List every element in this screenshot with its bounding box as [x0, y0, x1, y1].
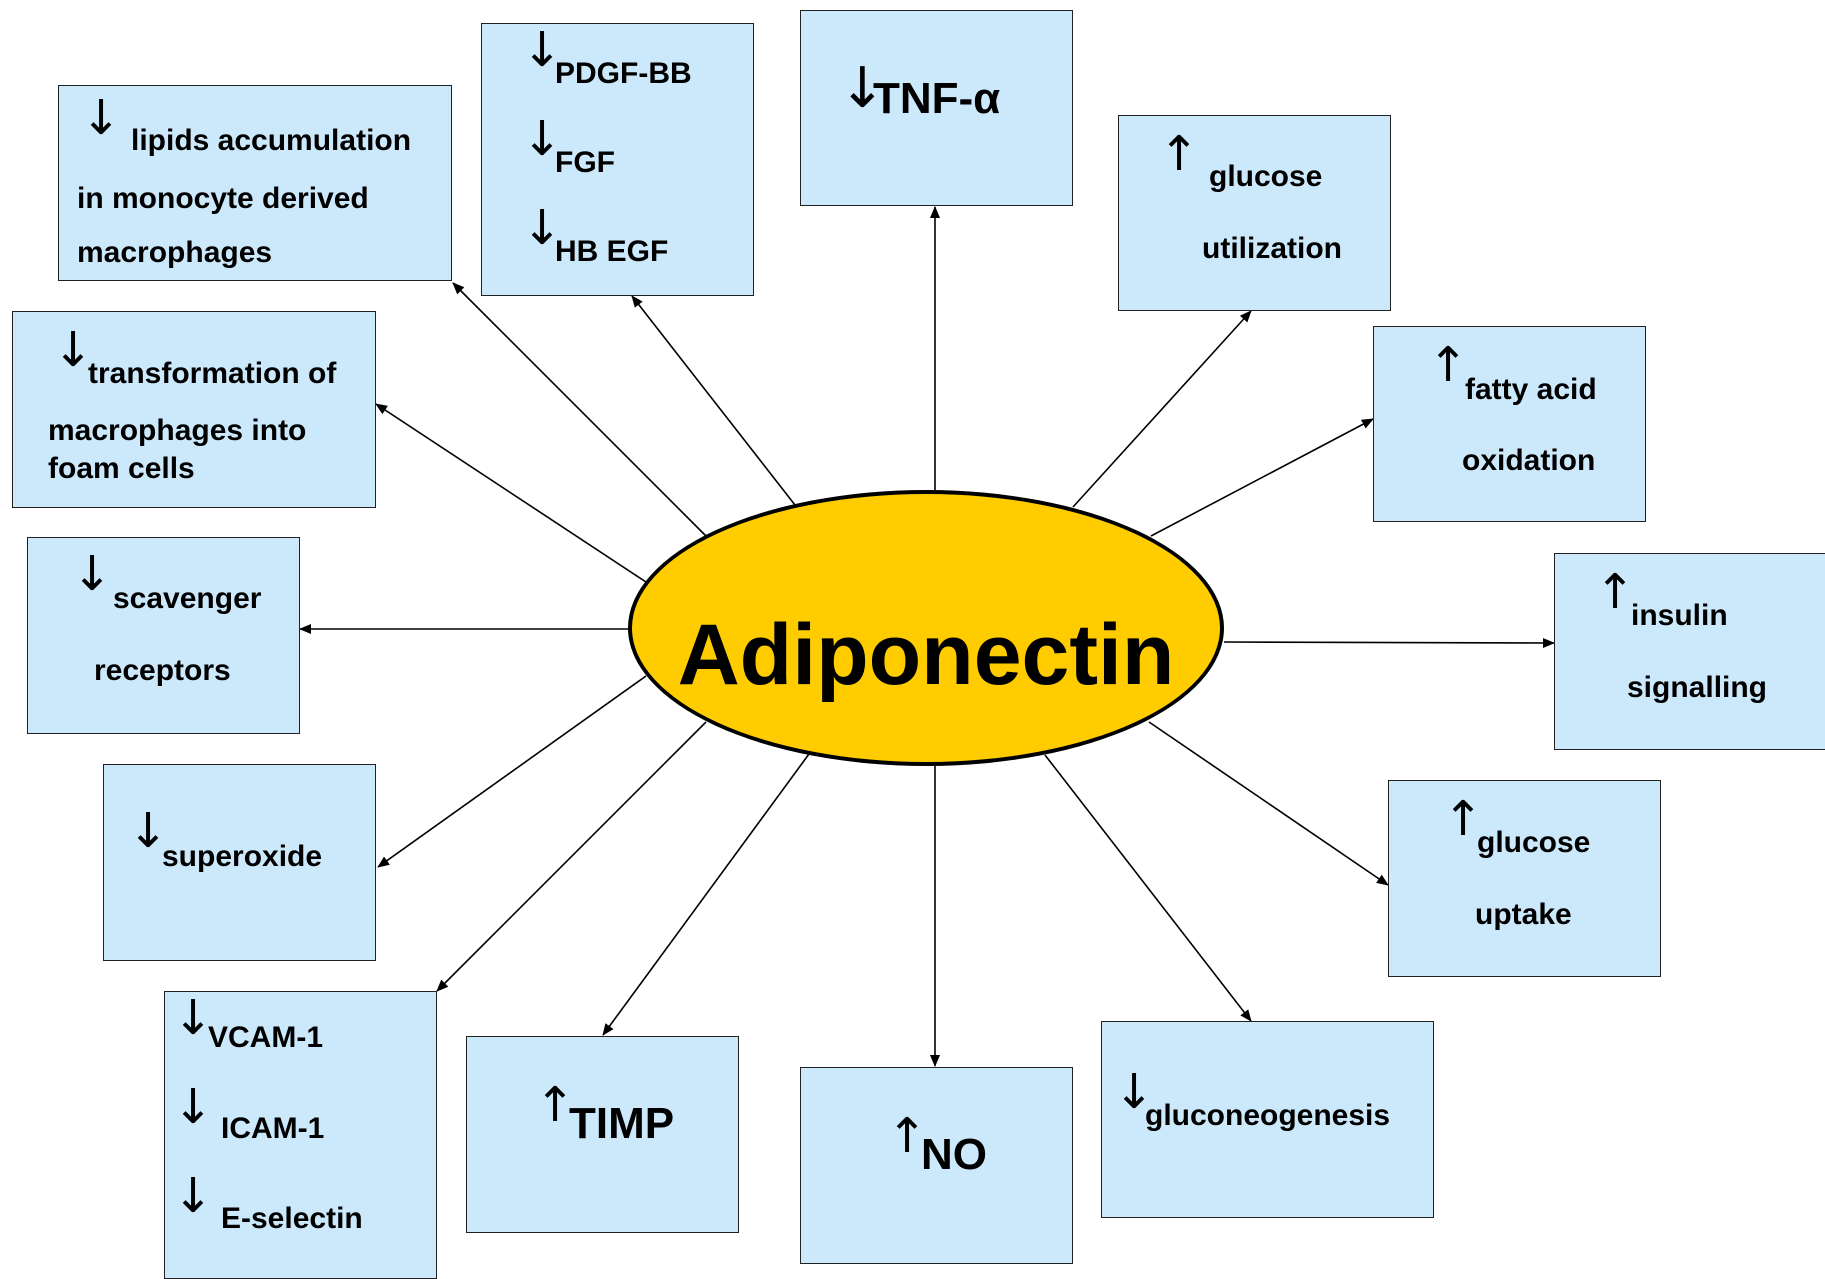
pdgf-direction-arrow: ↓ [522, 22, 563, 78]
arrow-to-timp [602, 753, 810, 1036]
glucose-utilization-line1: glucose [1209, 160, 1323, 193]
adhesion-molecules-box: ↓ VCAM-1 ↓ ICAM-1 ↓ E-selectin [164, 991, 437, 1279]
arrow-to-growth-factors [631, 295, 796, 506]
gluconeogenesis-label: gluconeogenesis [1145, 1099, 1391, 1132]
timp-direction-arrow: ↑ [535, 1077, 576, 1133]
lipids-accumulation-box: ↓ lipids accumulation in monocyte derive… [58, 85, 452, 281]
tnf-direction-arrow: ↓ [839, 56, 886, 121]
fatty-acid-direction-arrow: ↑ [1428, 337, 1469, 393]
no-direction-arrow: ↑ [887, 1108, 928, 1164]
scavenger-direction-arrow: ↓ [72, 546, 113, 602]
glucose-utilization-box: ↑ glucose utilization [1118, 115, 1391, 311]
fatty-acid-line1: fatty acid [1465, 373, 1597, 406]
arrow-to-fatty-acid [1150, 418, 1374, 537]
tnf-alpha-label: TNF-α [873, 74, 1001, 123]
glucose-uptake-line2: uptake [1475, 898, 1572, 931]
foam-cells-box: ↓ transformation of macrophages into foa… [12, 311, 376, 508]
growth-factors-box: ↓ PDGF-BB ↓ FGF ↓ HB EGF [481, 23, 754, 296]
glucose-uptake-box: ↑ glucose uptake [1388, 780, 1661, 977]
glucose-uptake-line1: glucose [1477, 826, 1591, 859]
e-selectin-direction-arrow: ↓ [173, 1168, 214, 1224]
scavenger-line2: receptors [94, 654, 231, 687]
timp-box: ↑ TIMP [466, 1036, 739, 1233]
lipids-line1: lipids accumulation [131, 124, 412, 157]
superoxide-box: ↓ superoxide [103, 764, 376, 961]
adiponectin-label: Adiponectin [677, 607, 1175, 703]
insulin-direction-arrow: ↑ [1595, 564, 1636, 620]
lipids-line2: in monocyte derived [77, 182, 369, 215]
foam-cells-line3: foam cells [48, 452, 195, 485]
arrow-to-adhesion [436, 721, 707, 992]
icam-1-label: ICAM-1 [221, 1112, 325, 1145]
pdgf-bb-label: PDGF-BB [555, 57, 692, 90]
insulin-line2: signalling [1627, 671, 1768, 704]
vcam-direction-arrow: ↓ [173, 990, 214, 1046]
arrow-to-insulin [1223, 637, 1555, 648]
icam-direction-arrow: ↓ [173, 1079, 214, 1135]
glucose-uptake-direction-arrow: ↑ [1443, 791, 1484, 847]
glucose-utilization-line2: utilization [1202, 232, 1342, 265]
no-box: ↑ NO [800, 1067, 1073, 1264]
foam-cells-line2: macrophages into [48, 414, 307, 447]
tnf-alpha-box: ↓ TNF-α [800, 10, 1073, 206]
adiponectin-hub: Adiponectin [628, 490, 1224, 766]
arrow-to-lipids [452, 282, 707, 537]
fgf-label: FGF [555, 146, 615, 179]
lipids-line3: macrophages [77, 236, 273, 269]
gluconeogenesis-box: ↓ gluconeogenesis [1101, 1021, 1434, 1218]
vcam-1-label: VCAM-1 [208, 1021, 324, 1054]
scavenger-receptors-box: ↓ scavenger receptors [27, 537, 300, 734]
glucose-utilization-direction-arrow: ↑ [1159, 126, 1200, 182]
fatty-acid-line2: oxidation [1462, 444, 1596, 477]
hb-egf-direction-arrow: ↓ [522, 200, 563, 256]
superoxide-direction-arrow: ↓ [128, 803, 169, 859]
arrow-to-glucose-uptake [1148, 721, 1389, 886]
fatty-acid-oxidation-box: ↑ fatty acid oxidation [1373, 326, 1646, 522]
timp-label: TIMP [569, 1099, 675, 1148]
lipids-direction-arrow: ↓ [81, 90, 122, 146]
arrow-to-foam-cells [375, 403, 647, 583]
e-selectin-label: E-selectin [221, 1202, 363, 1235]
arrow-to-gluconeogenesis [1044, 754, 1252, 1022]
gluconeogenesis-direction-arrow: ↓ [1114, 1064, 1155, 1120]
no-label: NO [921, 1130, 987, 1179]
foam-cells-direction-arrow: ↓ [53, 322, 94, 378]
foam-cells-line1: transformation of [88, 357, 337, 390]
arrow-to-superoxide [377, 675, 647, 868]
fgf-direction-arrow: ↓ [522, 111, 563, 167]
arrow-to-glucose-utilization [1072, 310, 1252, 508]
superoxide-label: superoxide [162, 840, 323, 873]
insulin-signalling-box: ↑ insulin signalling [1554, 553, 1825, 750]
insulin-line1: insulin [1631, 599, 1728, 632]
hb-egf-label: HB EGF [555, 235, 669, 268]
scavenger-line1: scavenger [113, 582, 262, 615]
